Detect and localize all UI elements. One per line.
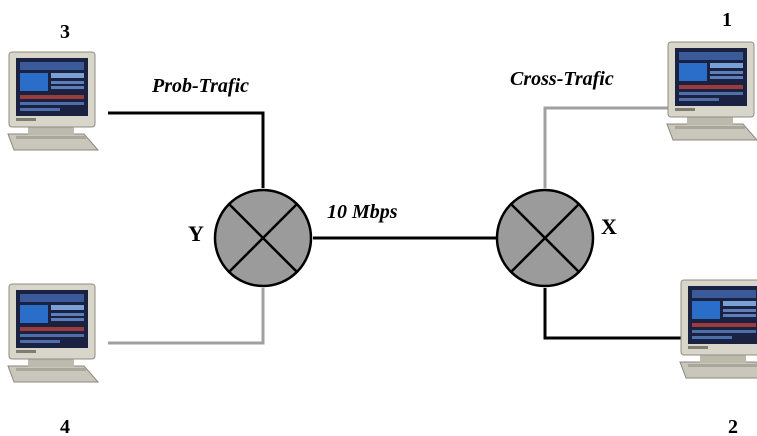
host-4-computer-icon xyxy=(7,283,99,383)
cross-traffic-label: Cross-Trafic xyxy=(510,68,614,90)
host-4-label: 4 xyxy=(60,416,70,436)
host-2-computer-icon xyxy=(679,279,757,379)
prob-traffic-label: Prob-Trafic xyxy=(151,75,249,97)
link-router-x-host2 xyxy=(543,288,688,340)
host-3-computer-icon xyxy=(7,51,99,151)
link-host3-router-y xyxy=(108,111,265,188)
router-x xyxy=(495,188,595,288)
router-x-label: X xyxy=(601,214,617,239)
link-host4-router-y xyxy=(108,288,265,345)
link-router-x-host1 xyxy=(543,106,670,188)
host-3-label: 3 xyxy=(60,21,70,43)
host-2-label: 2 xyxy=(728,416,738,436)
host-1-computer-icon xyxy=(666,41,757,141)
host-1-label: 1 xyxy=(722,9,732,31)
router-y xyxy=(213,188,313,288)
router-y-label: Y xyxy=(188,221,204,246)
bottleneck-bandwidth-label: 10 Mbps xyxy=(327,201,398,223)
